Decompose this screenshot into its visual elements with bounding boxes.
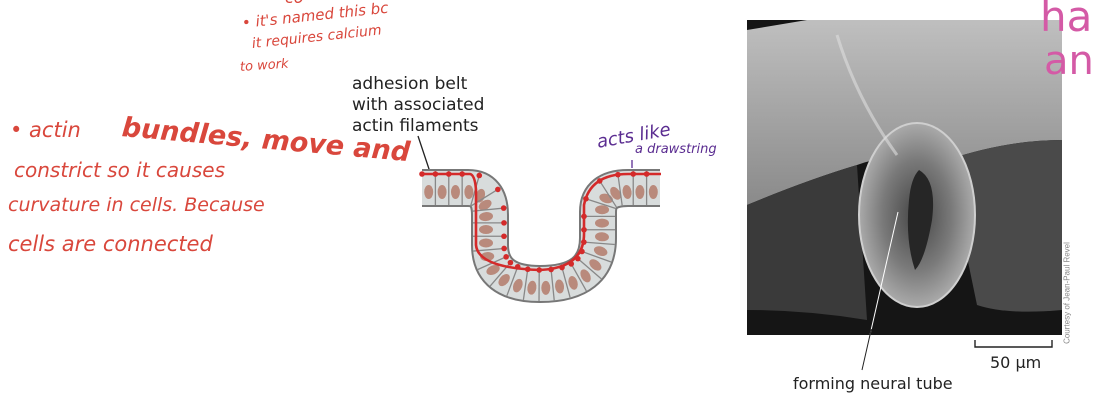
junction-dot [503, 254, 509, 260]
junction-dot [559, 264, 565, 271]
nucleus [635, 185, 645, 199]
nucleus [595, 232, 609, 242]
nucleus [464, 185, 474, 200]
nucleus [555, 279, 565, 294]
junction-dot [581, 226, 587, 233]
nucleus [541, 280, 551, 295]
junction-dot [445, 171, 452, 177]
micrograph-image [747, 20, 1062, 335]
junction-dot [596, 178, 603, 184]
junction-dot [536, 267, 543, 273]
neural-tube-micrograph [747, 20, 1062, 335]
neural-tube-label: forming neural tube [793, 374, 953, 393]
scale-bar-label: 50 µm [990, 353, 1042, 372]
nucleus [589, 259, 602, 271]
junction-dot [507, 259, 514, 266]
junction-dot [548, 266, 554, 273]
junction-dot [514, 263, 521, 270]
label-pointer [417, 135, 431, 173]
scale-bar [974, 340, 1053, 348]
label-line: with associated [352, 95, 485, 115]
nucleus [610, 186, 621, 200]
nucleus [486, 264, 500, 275]
note-line: cells are connected [8, 232, 213, 256]
note-line: a drawstring [635, 142, 717, 157]
junction-dot [500, 205, 507, 211]
note-line: constrict so it causes [14, 158, 225, 182]
nucleus [580, 269, 591, 283]
junction-dot [524, 266, 531, 273]
note-fragment: an [1044, 38, 1094, 84]
junction-dot [643, 171, 650, 177]
tube-pointer [861, 211, 899, 371]
junction-dot [583, 196, 589, 202]
nucleus [479, 212, 493, 222]
junction-dot [615, 171, 621, 178]
junction-dot [630, 171, 637, 177]
note-fragment: ha [1040, 0, 1093, 41]
junction-dot [501, 245, 507, 252]
nucleus [479, 238, 493, 248]
nucleus [593, 246, 608, 257]
junction-dot [501, 233, 507, 240]
junction-dot [495, 186, 501, 193]
nucleus [512, 278, 523, 293]
note-line: curvature in cells. Because [8, 194, 265, 216]
nucleus [437, 185, 447, 199]
junction-dot [419, 171, 425, 177]
junction-dot [581, 239, 587, 245]
junction-dot [575, 255, 581, 262]
nucleus [595, 205, 610, 215]
nucleus [595, 218, 609, 228]
label-line: actin filaments [352, 116, 479, 136]
junction-dot [432, 171, 439, 177]
nucleus [424, 185, 434, 199]
label-line: adhesion belt [352, 74, 468, 94]
nucleus [478, 199, 492, 211]
junction-dot [581, 213, 587, 220]
note-fragment: co [285, 0, 304, 7]
junction-dot [459, 171, 465, 177]
note-line: • actin [10, 118, 81, 142]
nucleus [479, 225, 493, 235]
junction-dot [476, 172, 483, 179]
nucleus [648, 185, 658, 199]
nucleus [498, 274, 510, 287]
nucleus [450, 185, 460, 199]
junction-dot [568, 261, 575, 267]
junction-dot [579, 248, 585, 255]
adhesion-belt-label: adhesion belt with associated actin fila… [352, 74, 484, 137]
nucleus [568, 275, 578, 290]
nucleus [622, 185, 632, 199]
nucleus [527, 280, 537, 295]
junction-dot [501, 220, 507, 226]
